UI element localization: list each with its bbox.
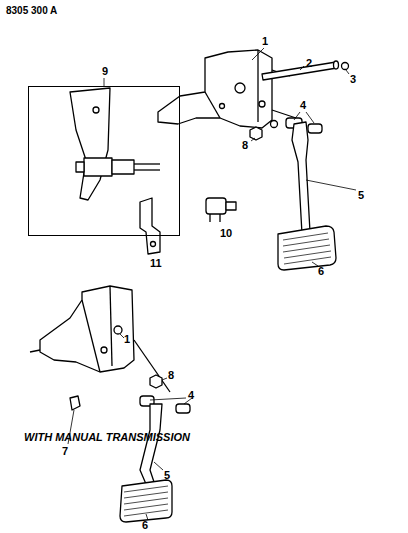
callout-number: 7 — [62, 446, 68, 457]
callout-number: 9 — [102, 66, 108, 77]
callout-number: 6 — [142, 520, 148, 531]
callout-number: 2 — [306, 58, 312, 69]
variant-note: WITH MANUAL TRANSMISSION — [24, 432, 190, 443]
callout-number: 1 — [124, 334, 130, 345]
spring-clip — [70, 396, 80, 410]
callout-number: 8 — [242, 140, 248, 151]
clutch-pedal — [120, 404, 172, 522]
callout-number: 3 — [350, 74, 356, 85]
callout-number: 8 — [168, 370, 174, 381]
leader-line — [68, 48, 356, 520]
brake-pedal — [278, 122, 336, 270]
pivot-rod — [262, 61, 349, 80]
callout-number: 1 — [262, 36, 268, 47]
bracket-hole — [151, 242, 156, 247]
callout-number: 10 — [220, 228, 232, 239]
callout-number: 11 — [150, 258, 162, 269]
stop-lamp-switch — [206, 198, 236, 222]
nut — [250, 127, 262, 140]
figure-code: 8305 300 A — [6, 6, 57, 16]
callout-number: 5 — [358, 190, 364, 201]
callout-number: 5 — [164, 470, 170, 481]
callout-number: 6 — [318, 266, 324, 277]
switch-detail — [70, 88, 160, 200]
callout-number: 4 — [300, 100, 306, 111]
callout-number: 4 — [188, 390, 194, 401]
nut — [150, 375, 162, 388]
pedal-bracket — [158, 50, 296, 128]
pedal-bracket — [30, 286, 170, 392]
bushing — [140, 396, 190, 413]
detail-box: 9 — [28, 86, 180, 236]
switch-bracket — [140, 198, 160, 254]
